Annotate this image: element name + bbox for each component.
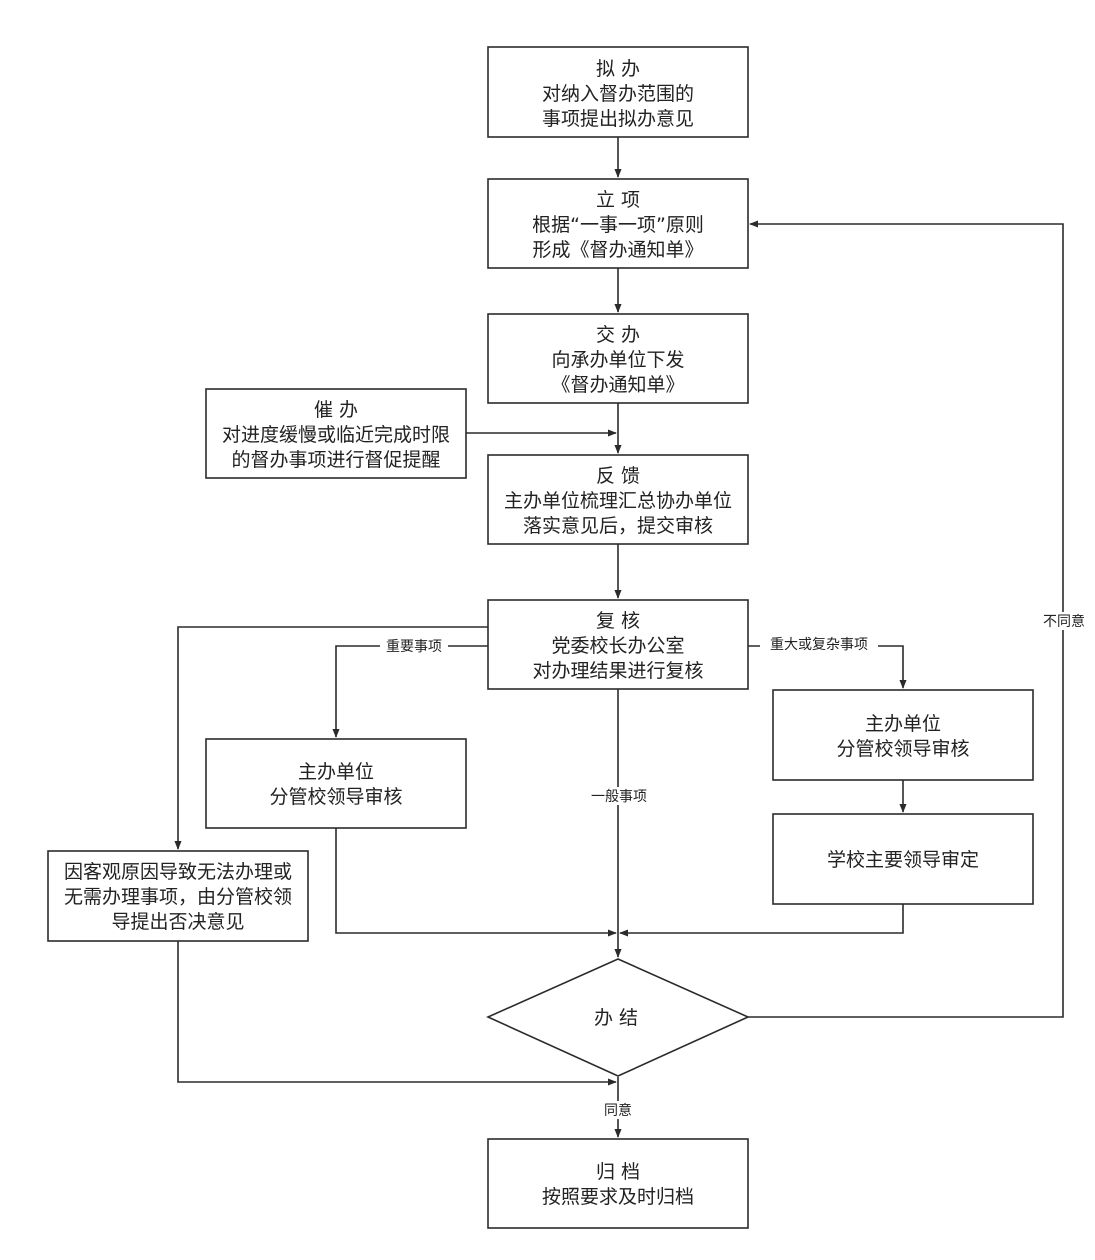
node-fuhe-title: 复 核: [596, 610, 640, 632]
edge-fuhe-reject: [174, 626, 488, 850]
node-school-leader-line: 学校主要领导审定: [827, 849, 979, 871]
node-guidang-line: 按照要求及时归档: [542, 1186, 694, 1208]
label-agree: 同意: [604, 1102, 632, 1119]
node-reject: 因客观原因导致无法办理或 无需办理事项，由分管校领 导提出否决意见: [47, 850, 309, 942]
node-fuhe-line: 对办理结果进行复核: [532, 660, 703, 682]
node-guidang: 归 档 按照要求及时归档: [487, 1138, 749, 1229]
node-leader-right: 主办单位 分管校领导审核: [772, 689, 1034, 781]
node-school-leader: 学校主要领导审定: [772, 813, 1034, 905]
edge-fuhe-leader-left: [332, 645, 488, 738]
node-nibai-line: 事项提出拟办意见: [542, 108, 694, 130]
label-general: 一般事项: [591, 789, 647, 805]
node-leader-left: 主办单位 分管校领导审核: [205, 738, 467, 829]
edge-labels: 重要事项 重大或复杂事项 一般事项 不同意 同意: [380, 612, 1090, 1119]
edge-leader-left-banjie: [335, 828, 617, 937]
node-jiaoban-line: 向承办单位下发: [551, 349, 684, 371]
node-lixiang-line: 形成《督办通知单》: [532, 239, 703, 261]
node-fankui-line: 主办单位梳理汇总协办单位: [504, 490, 732, 512]
node-fankui-title: 反 馈: [596, 465, 640, 487]
node-cuiban-line: 的督办事项进行督促提醒: [231, 449, 440, 471]
label-major: 重大或复杂事项: [770, 636, 868, 653]
node-leader-left-line: 主办单位: [298, 761, 374, 783]
edge-reject-merge: [177, 941, 617, 1086]
node-lixiang-line: 根据“一事一项”原则: [532, 214, 704, 236]
label-disagree: 不同意: [1043, 613, 1085, 630]
edge-school-banjie: [619, 904, 904, 937]
node-fuhe-line: 党委校长办公室: [551, 635, 684, 657]
node-lixiang: 立 项 根据“一事一项”原则 形成《督办通知单》: [487, 178, 749, 269]
node-cuiban-line: 对进度缓慢或临近完成时限: [222, 424, 450, 446]
node-reject-line: 导提出否决意见: [111, 911, 244, 933]
node-fuhe: 复 核 党委校长办公室 对办理结果进行复核: [487, 599, 749, 690]
node-leader-right-line: 分管校领导审核: [836, 738, 969, 760]
node-nibai-title: 拟 办: [596, 58, 640, 80]
node-jiaoban: 交 办 向承办单位下发 《督办通知单》: [487, 313, 749, 404]
node-jiaoban-title: 交 办: [596, 324, 640, 346]
node-nibai-line: 对纳入督办范围的: [542, 83, 694, 105]
node-fankui: 反 馈 主办单位梳理汇总协办单位 落实意见后，提交审核: [487, 454, 749, 545]
node-cuiban: 催 办 对进度缓慢或临近完成时限 的督办事项进行督促提醒: [205, 388, 467, 479]
node-nibai: 拟 办 对纳入督办范围的 事项提出拟办意见: [487, 46, 749, 138]
node-lixiang-title: 立 项: [596, 189, 640, 211]
node-banjie: 办 结: [486, 958, 750, 1077]
node-reject-line: 因客观原因导致无法办理或: [64, 861, 292, 883]
node-leader-left-line: 分管校领导审核: [269, 786, 402, 808]
node-cuiban-title: 催 办: [314, 399, 358, 421]
node-fankui-line: 落实意见后，提交审核: [523, 515, 713, 537]
node-reject-line: 无需办理事项，由分管校领: [64, 886, 292, 908]
node-banjie-title: 办 结: [594, 1007, 638, 1029]
node-leader-right-line: 主办单位: [865, 713, 941, 735]
node-guidang-title: 归 档: [596, 1161, 640, 1183]
label-important: 重要事项: [386, 639, 442, 655]
node-jiaoban-line: 《督办通知单》: [551, 374, 684, 396]
